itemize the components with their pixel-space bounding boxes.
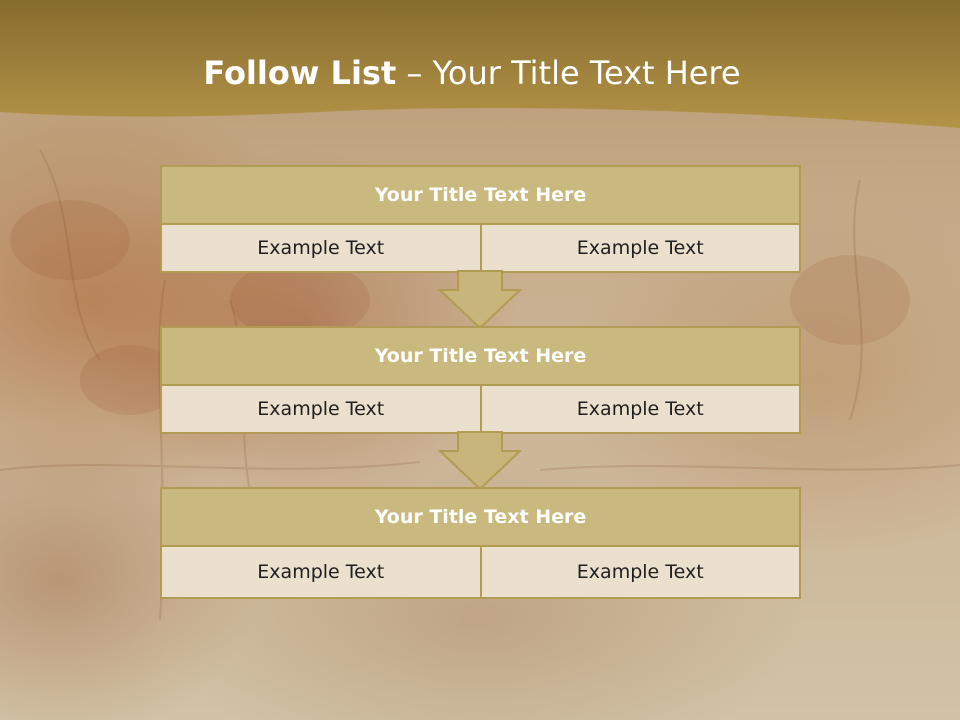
step-cell-left: Example Text xyxy=(162,225,480,271)
step-box-3: Your Title Text Here Example Text Exampl… xyxy=(160,487,801,599)
step-box-1: Your Title Text Here Example Text Exampl… xyxy=(160,165,801,273)
step-cell-right: Example Text xyxy=(479,225,799,271)
step-title: Your Title Text Here xyxy=(162,489,799,547)
step-row: Example Text Example Text xyxy=(162,225,799,271)
step-row: Example Text Example Text xyxy=(162,386,799,432)
step-cell-left: Example Text xyxy=(162,386,480,432)
step-cell-left: Example Text xyxy=(162,547,480,597)
step-box-2: Your Title Text Here Example Text Exampl… xyxy=(160,326,801,434)
step-title: Your Title Text Here xyxy=(162,167,799,225)
down-arrow-icon xyxy=(438,270,522,330)
down-arrow-icon xyxy=(438,431,522,491)
header-band xyxy=(0,0,960,128)
step-cell-right: Example Text xyxy=(479,547,799,597)
step-title: Your Title Text Here xyxy=(162,328,799,386)
slide-title-bold: Follow List xyxy=(203,54,397,92)
step-row: Example Text Example Text xyxy=(162,547,799,597)
slide-title-rest: – Your Title Text Here xyxy=(396,54,741,92)
step-cell-right: Example Text xyxy=(479,386,799,432)
slide-title: Follow List – Your Title Text Here xyxy=(0,54,944,92)
